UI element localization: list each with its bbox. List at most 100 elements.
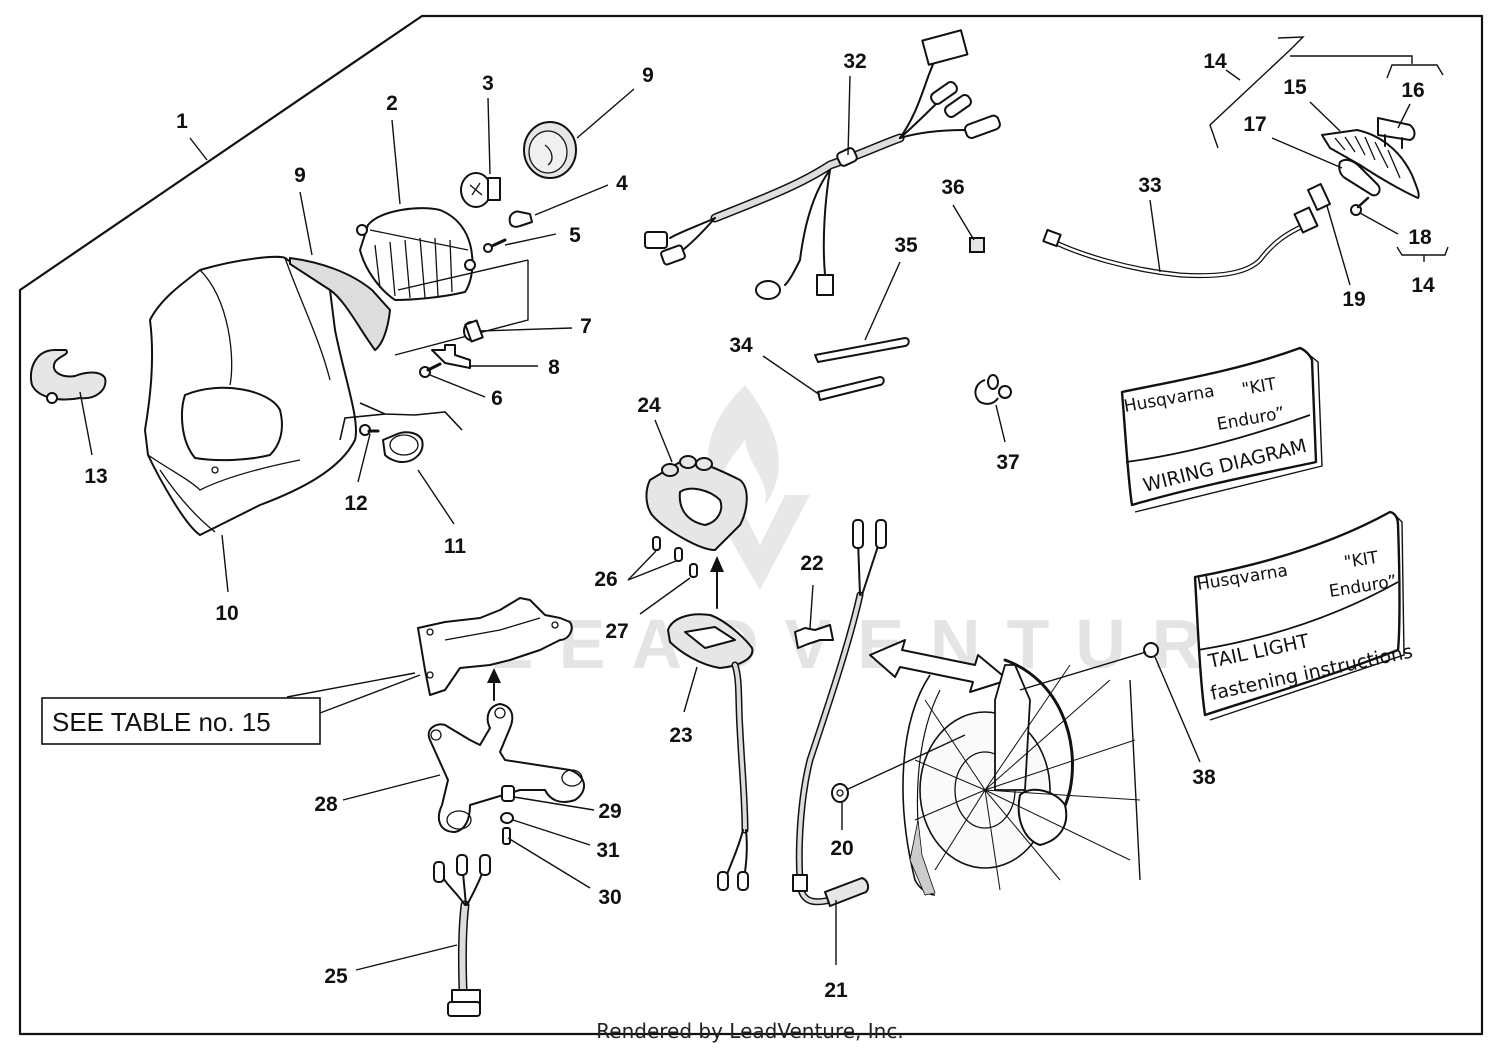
- leader-3: [487, 97, 491, 175]
- callout-26[interactable]: 26: [594, 568, 617, 591]
- leader-14-top: [1225, 69, 1241, 81]
- leader-2: [391, 119, 401, 205]
- assembly-arrow-clamp: [487, 668, 501, 701]
- callout-38[interactable]: 38: [1192, 766, 1216, 789]
- callout-16[interactable]: 16: [1401, 79, 1424, 102]
- leader-11: [417, 469, 455, 525]
- leader-37: [995, 404, 1006, 443]
- leader-5: [504, 233, 557, 246]
- sub-harness-25: [433, 854, 491, 1017]
- screw-30: [502, 827, 511, 845]
- callout-34[interactable]: 34: [729, 334, 753, 357]
- leader-29: [513, 796, 595, 811]
- headlight-fairing: [144, 255, 357, 536]
- callout-35[interactable]: 35: [894, 234, 918, 257]
- grommet-20: [831, 783, 849, 803]
- screw-18: [1350, 196, 1370, 216]
- callout-21[interactable]: 21: [824, 979, 848, 1002]
- callout-12[interactable]: 12: [344, 492, 367, 515]
- headlight-gasket: [289, 256, 392, 352]
- bracket-14-left: [1209, 36, 1305, 149]
- tail-light-base-17: [1338, 158, 1381, 197]
- leader-13: [79, 391, 93, 456]
- spacer-7: [463, 319, 484, 343]
- callout-19[interactable]: 19: [1342, 288, 1365, 311]
- speed-sensor-cable-21: [792, 519, 887, 908]
- headlight-bulb: [460, 172, 501, 208]
- clamp-11: [382, 431, 424, 463]
- callout-32[interactable]: 32: [843, 50, 866, 73]
- callout-9-right[interactable]: 9: [642, 64, 654, 87]
- callout-31[interactable]: 31: [596, 839, 620, 862]
- bracket-line: [394, 260, 529, 356]
- callout-30[interactable]: 30: [598, 886, 621, 909]
- callout-24[interactable]: 24: [637, 394, 661, 417]
- leader-9-right: [576, 88, 635, 139]
- display-unit-23: [666, 613, 754, 891]
- callout-22[interactable]: 22: [800, 552, 823, 575]
- main-wiring-harness: [644, 29, 1001, 300]
- see-table-callout[interactable]: SEE TABLE no. 15: [41, 697, 321, 745]
- leader-4: [534, 184, 609, 216]
- callout-4[interactable]: 4: [616, 172, 628, 195]
- front-wheel-illustration: [902, 658, 1141, 896]
- indicator-housing-24: [645, 455, 748, 552]
- callout-9-left[interactable]: 9: [294, 164, 306, 187]
- callout-28[interactable]: 28: [314, 793, 338, 816]
- callout-29[interactable]: 29: [598, 800, 621, 823]
- callout-14-bottom[interactable]: 14: [1411, 274, 1435, 297]
- handlebar-clamp: [417, 597, 573, 696]
- callout-36[interactable]: 36: [941, 176, 964, 199]
- leader-25: [355, 944, 458, 971]
- callout-25[interactable]: 25: [324, 965, 348, 988]
- connector-37: [974, 374, 1012, 405]
- spacer-29: [501, 785, 515, 802]
- callout-15[interactable]: 15: [1283, 76, 1307, 99]
- leader-17: [1271, 137, 1343, 169]
- callout-13[interactable]: 13: [84, 465, 107, 488]
- screw-5: [483, 238, 507, 253]
- leader-15: [1309, 101, 1341, 132]
- leader-1: [189, 137, 208, 161]
- leader-24: [654, 419, 673, 463]
- leader-19: [1326, 205, 1351, 286]
- callout-18[interactable]: 18: [1408, 226, 1432, 249]
- bracket-8: [431, 344, 471, 369]
- watermark-flame-icon: [708, 385, 779, 505]
- leader-6: [429, 374, 486, 398]
- callout-10[interactable]: 10: [215, 602, 238, 625]
- leader-28: [342, 774, 441, 801]
- callout-37[interactable]: 37: [996, 451, 1019, 474]
- callout-14-top[interactable]: 14: [1203, 50, 1227, 73]
- callout-6[interactable]: 6: [491, 387, 503, 410]
- ring-38: [1143, 642, 1159, 658]
- cable-tie-34: [817, 376, 885, 401]
- mounting-plate-28: [427, 703, 585, 833]
- callout-27[interactable]: 27: [605, 620, 628, 643]
- leader-33: [1149, 199, 1161, 273]
- fairing-bracket-outline: [339, 402, 463, 441]
- callout-5[interactable]: 5: [569, 224, 581, 247]
- callout-23[interactable]: 23: [669, 724, 692, 747]
- callout-2[interactable]: 2: [386, 92, 398, 115]
- callout-3[interactable]: 3: [482, 72, 494, 95]
- leader-38: [1154, 656, 1201, 763]
- callout-17[interactable]: 17: [1243, 113, 1266, 136]
- callout-20[interactable]: 20: [830, 837, 853, 860]
- assembly-arrow-24: [710, 556, 724, 609]
- callout-11[interactable]: 11: [444, 535, 467, 558]
- leader-36: [952, 204, 975, 241]
- indicator-bulb-27: [689, 563, 698, 578]
- callout-1[interactable]: 1: [176, 110, 188, 133]
- bracket-14-top: [1290, 55, 1444, 79]
- speedometer-gauge: [523, 121, 577, 179]
- callout-33[interactable]: 33: [1138, 174, 1161, 197]
- leader-9-left: [299, 191, 313, 256]
- bracket-14-bottom: [1396, 246, 1449, 262]
- indicator-bulbs-26: [652, 536, 683, 562]
- callout-8[interactable]: 8: [548, 356, 560, 379]
- leader-23: [683, 666, 698, 713]
- leader-22: [809, 584, 814, 629]
- callout-7[interactable]: 7: [580, 315, 592, 338]
